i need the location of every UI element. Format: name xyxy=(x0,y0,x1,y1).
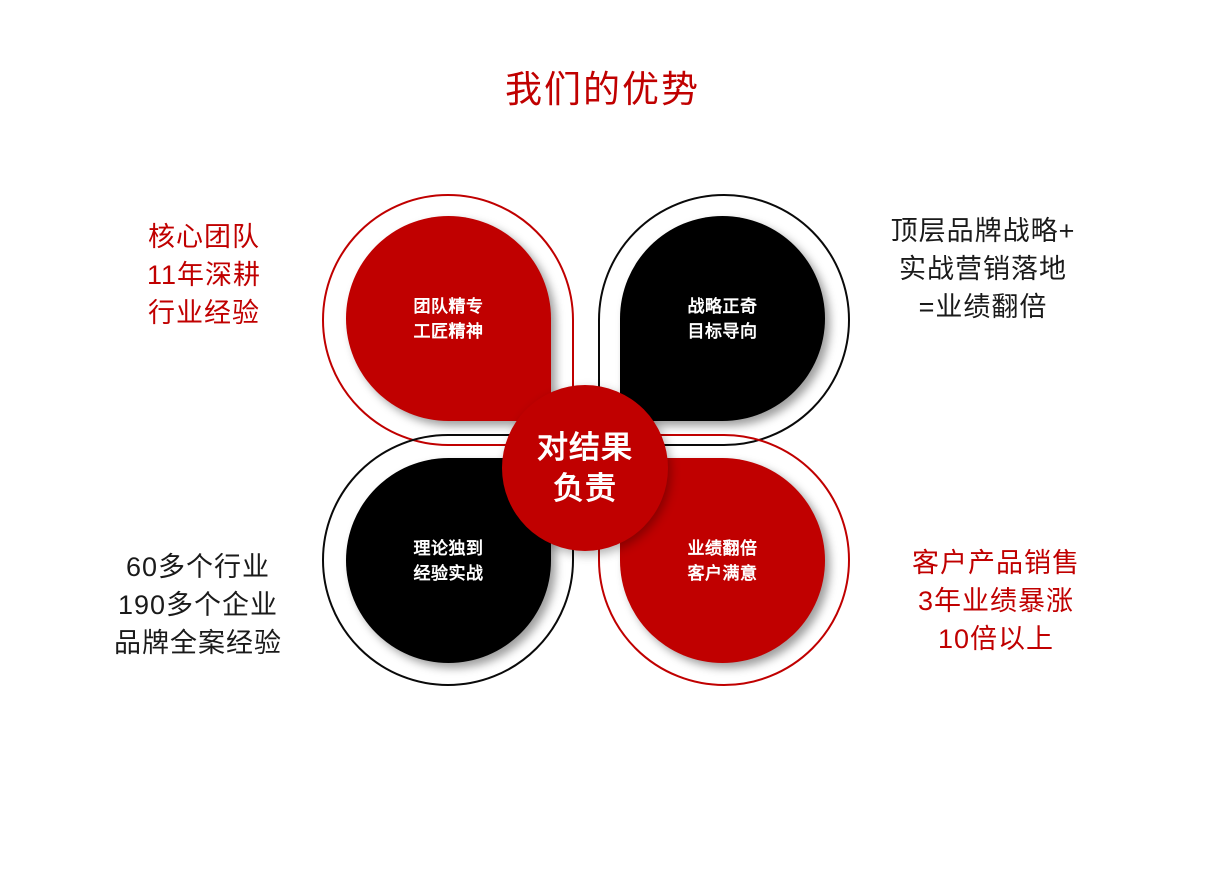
center-hub-label: 对结果 负责 xyxy=(537,430,633,506)
callout-top-right: 顶层品牌战略+ 实战营销落地 =业绩翻倍 xyxy=(890,216,1076,322)
petal-bottom-right-ring xyxy=(598,434,850,686)
callout-bottom-right: 客户产品销售 3年业绩暴涨 10倍以上 xyxy=(912,548,1080,654)
petal-top-left-label: 团队精专 工匠精神 xyxy=(413,296,484,341)
petal-bottom-left-ring xyxy=(322,434,574,686)
petal-top-right-body[interactable]: 战略正奇 目标导向 xyxy=(620,216,825,421)
petal-top-left-body[interactable]: 团队精专 工匠精神 xyxy=(346,216,551,421)
callout-bottom-left: 60多个行业 190多个企业 品牌全案经验 xyxy=(114,552,282,658)
advantages-flower-diagram: 团队精专 工匠精神 战略正奇 目标导向 理论独到 经验实战 业绩翻倍 客户满意 … xyxy=(302,176,872,706)
petal-bottom-left-label: 理论独到 经验实战 xyxy=(413,538,484,583)
center-hub[interactable]: 对结果 负责 xyxy=(502,385,668,551)
petal-top-right-label: 战略正奇 目标导向 xyxy=(687,296,758,341)
petal-bottom-right-label: 业绩翻倍 客户满意 xyxy=(687,538,758,583)
page-title: 我们的优势 xyxy=(505,69,700,110)
callout-top-left: 核心团队 11年深耕 行业经验 xyxy=(146,222,262,328)
